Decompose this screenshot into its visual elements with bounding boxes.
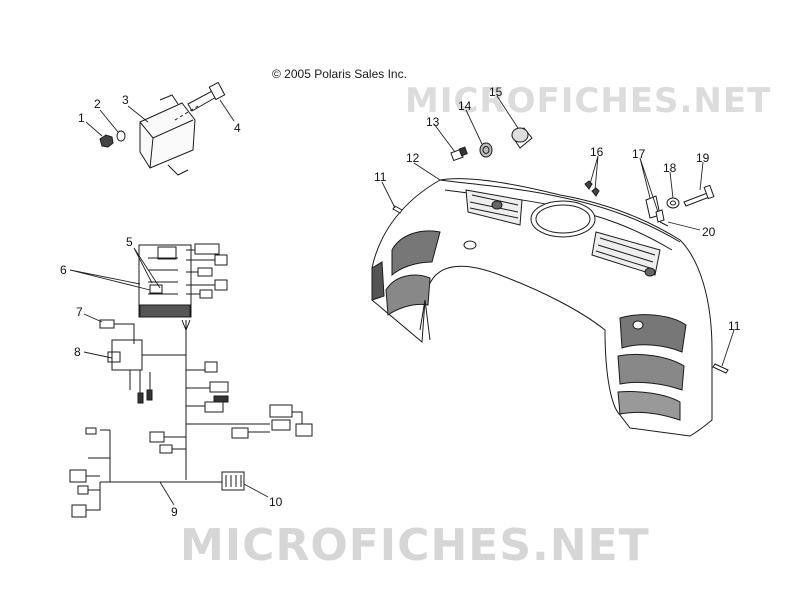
callout-20: 20	[702, 225, 716, 239]
callout-11-left: 11	[374, 170, 387, 184]
copyright-text: © 2005 Polaris Sales Inc.	[272, 67, 407, 81]
callout-4: 4	[234, 121, 241, 135]
callout-9: 9	[171, 505, 178, 519]
wire-harness-group	[69, 243, 313, 518]
callout-18: 18	[663, 161, 677, 175]
washer-part	[116, 130, 126, 142]
watermark-bottom: MICROFICHES.NET	[180, 520, 650, 571]
callout-6: 6	[60, 263, 67, 277]
callout-19: 19	[696, 151, 710, 165]
callout-5: 5	[126, 235, 133, 249]
small-parts-group	[392, 127, 729, 374]
callout-13: 13	[426, 115, 440, 129]
callout-2: 2	[94, 97, 101, 111]
callout-11-right: 11	[728, 319, 741, 333]
callout-14: 14	[458, 99, 472, 113]
callout-10: 10	[269, 495, 283, 509]
nut-part	[99, 134, 114, 148]
callout-labels: 1 2 3 4 5 6 7 8 9 10 11 12 13 14 15 16 1…	[60, 85, 741, 519]
callout-15: 15	[489, 85, 503, 99]
callout-8: 8	[74, 345, 81, 359]
callout-1: 1	[78, 111, 85, 125]
leader-lines	[69, 95, 735, 506]
callout-16: 16	[590, 145, 604, 159]
watermark-top: MICROFICHES.NET	[405, 81, 771, 121]
callout-7: 7	[76, 305, 83, 319]
regulator-body	[139, 102, 196, 169]
regulator-module-group	[99, 81, 226, 176]
dash-panel-group	[371, 178, 713, 437]
gauge-opening	[530, 200, 596, 238]
callout-3: 3	[122, 93, 129, 107]
callout-12: 12	[406, 151, 420, 165]
callout-17: 17	[632, 147, 646, 161]
